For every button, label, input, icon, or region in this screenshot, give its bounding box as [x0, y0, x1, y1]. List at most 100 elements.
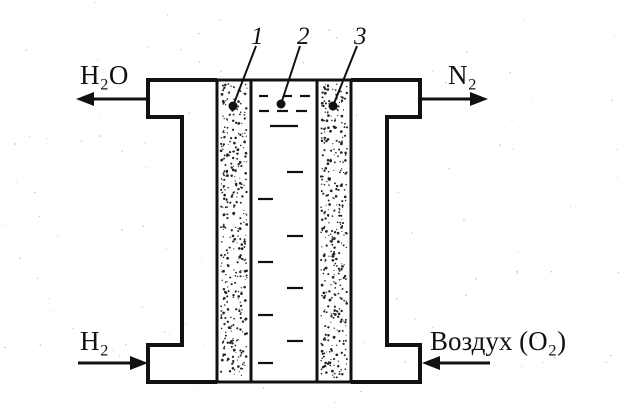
stipple-dot: [234, 281, 237, 284]
stipple-dot: [344, 339, 347, 342]
stipple-dot: [340, 99, 343, 102]
stipple-dot: [228, 370, 232, 373]
noise-dot: [465, 294, 467, 296]
stipple-dot: [338, 140, 341, 143]
stipple-dot: [322, 192, 325, 195]
left-gas-chamber: [146, 78, 217, 384]
stipple-dot: [243, 269, 247, 273]
stipple-dot: [338, 203, 341, 206]
stipple-dot: [325, 84, 327, 86]
stipple-dot: [236, 339, 238, 342]
stipple-dot: [222, 298, 225, 300]
stipple-dot: [345, 290, 348, 294]
noise-dot: [197, 32, 200, 35]
stipple-dot: [220, 178, 223, 180]
stipple-dot: [345, 363, 348, 365]
stipple-dot: [333, 250, 335, 253]
stipple-dot: [342, 109, 345, 111]
stipple-dot: [326, 162, 330, 166]
noise-dot: [398, 189, 400, 191]
noise-dot: [436, 373, 438, 375]
stipple-dot: [344, 318, 347, 321]
stipple-dot: [345, 85, 348, 88]
stipple-dot: [323, 364, 327, 368]
stipple-dot: [223, 178, 226, 181]
stipple-dot: [221, 84, 224, 87]
stipple-dot: [236, 327, 239, 330]
stipple-dot: [226, 153, 229, 157]
stipple-dot: [341, 329, 344, 332]
stipple-dot: [239, 177, 241, 179]
stipple-dot: [340, 242, 343, 244]
stipple-dot: [231, 362, 234, 365]
stipple-dot: [323, 268, 326, 271]
stipple-dot: [240, 292, 243, 295]
stipple-dot: [333, 246, 336, 249]
noise-dot: [96, 59, 98, 61]
stipple-dot: [230, 339, 233, 343]
noise-dot: [34, 191, 36, 194]
stipple-dot: [345, 171, 348, 174]
stipple-dot: [222, 172, 225, 175]
stipple-dot: [341, 168, 343, 170]
stipple-dot: [240, 287, 242, 289]
stipple-dot: [331, 243, 334, 246]
stipple-dot: [330, 229, 334, 232]
stipple-dot: [227, 186, 229, 189]
noise-dot: [20, 296, 22, 297]
stipple-dot: [232, 296, 235, 298]
stipple-dot: [337, 360, 340, 362]
stipple-dot: [327, 305, 330, 308]
stipple-dot: [244, 151, 248, 155]
stipple-dot: [340, 214, 343, 217]
noise-dot: [445, 82, 447, 84]
stipple-dot: [235, 121, 238, 124]
stipple-dot: [242, 350, 245, 353]
stipple-dot: [331, 236, 334, 238]
stipple-dot: [332, 252, 336, 256]
stipple-dot: [320, 101, 324, 105]
noise-dot: [570, 205, 572, 207]
stipple-dot: [229, 327, 232, 330]
noise-dot: [34, 201, 36, 203]
stipple-dot: [324, 261, 326, 263]
stipple-dot: [242, 133, 244, 135]
noise-dot: [94, 1, 96, 3]
stipple-dot: [329, 189, 333, 193]
noise-dot: [363, 341, 365, 344]
noise-dot: [163, 331, 166, 333]
stipple-dot: [330, 321, 332, 323]
stipple-dot: [239, 349, 242, 352]
stipple-dot: [337, 312, 341, 316]
stipple-dot: [342, 161, 344, 163]
stipple-dot: [227, 265, 229, 267]
stipple-dot: [332, 197, 334, 199]
stipple-dot: [330, 359, 332, 361]
stipple-dot: [325, 230, 328, 233]
stipple-dot: [236, 261, 239, 264]
stipple-dot: [335, 376, 338, 379]
stipple-dot: [231, 168, 235, 172]
stipple-dot: [338, 214, 341, 217]
noise-dot: [460, 134, 462, 135]
stipple-dot: [344, 199, 347, 202]
stipple-dot: [237, 165, 240, 168]
stipple-dot: [337, 155, 339, 158]
noise-dot: [57, 235, 59, 237]
noise-dot: [47, 138, 49, 140]
noise-dot: [496, 353, 498, 355]
stipple-dot: [237, 356, 240, 358]
noise-dot: [553, 356, 555, 359]
noise-dot: [404, 361, 406, 363]
stipple-dot: [327, 170, 330, 173]
noise-dot: [429, 125, 431, 127]
stipple-dot: [338, 279, 341, 281]
stipple-dot: [226, 132, 228, 134]
stipple-dot: [343, 126, 346, 129]
leader-lines: [228, 45, 358, 111]
stipple-dot: [325, 311, 328, 314]
stipple-dot: [332, 335, 336, 339]
stipple-dot: [338, 308, 341, 310]
stipple-dot: [223, 129, 225, 132]
stipple-dot: [226, 171, 228, 174]
